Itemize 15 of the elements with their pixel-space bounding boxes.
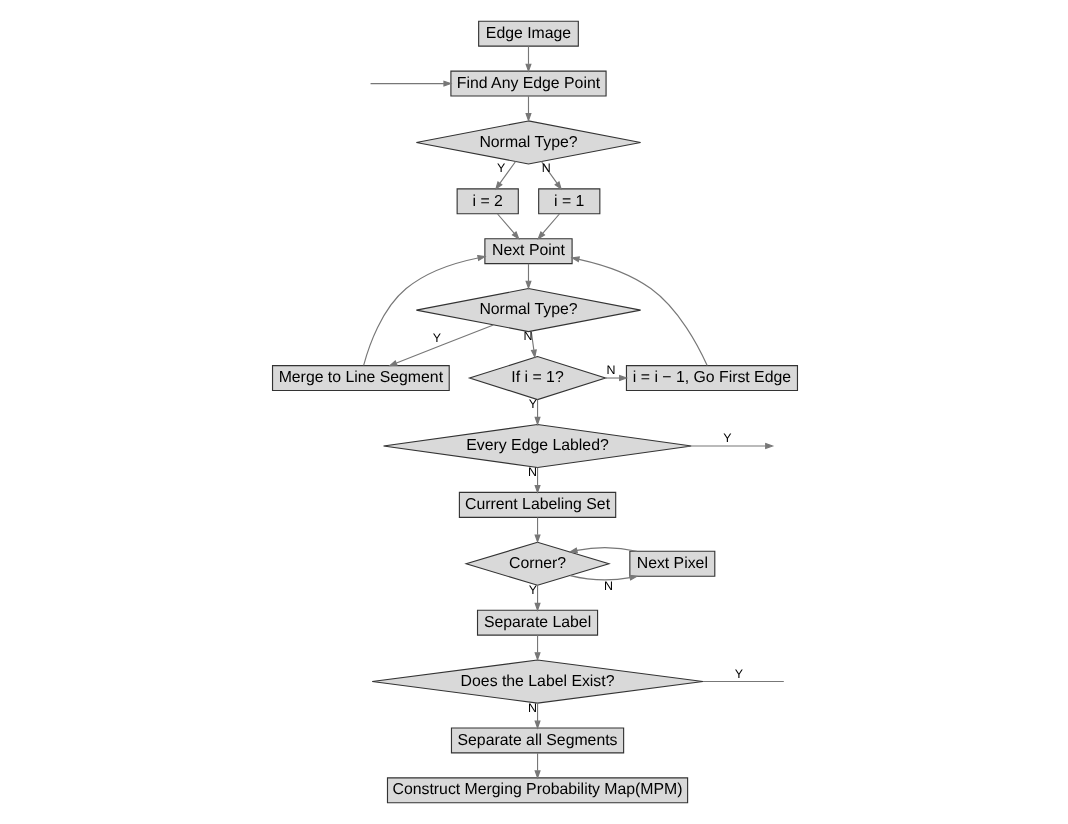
arrow: [496, 213, 519, 240]
arrow: [567, 547, 637, 554]
arrow: [568, 574, 638, 581]
arrow: [533, 702, 540, 730]
arrow: [362, 254, 486, 366]
arrow: [369, 80, 452, 87]
arrow: [569, 256, 707, 367]
arrow: [524, 45, 531, 73]
arrow: [690, 442, 774, 450]
arrow: [387, 324, 493, 367]
arrow: [536, 213, 559, 240]
arrow: [493, 160, 516, 191]
connector: [701, 681, 784, 683]
arrow: [533, 584, 540, 612]
arrow: [604, 374, 628, 382]
